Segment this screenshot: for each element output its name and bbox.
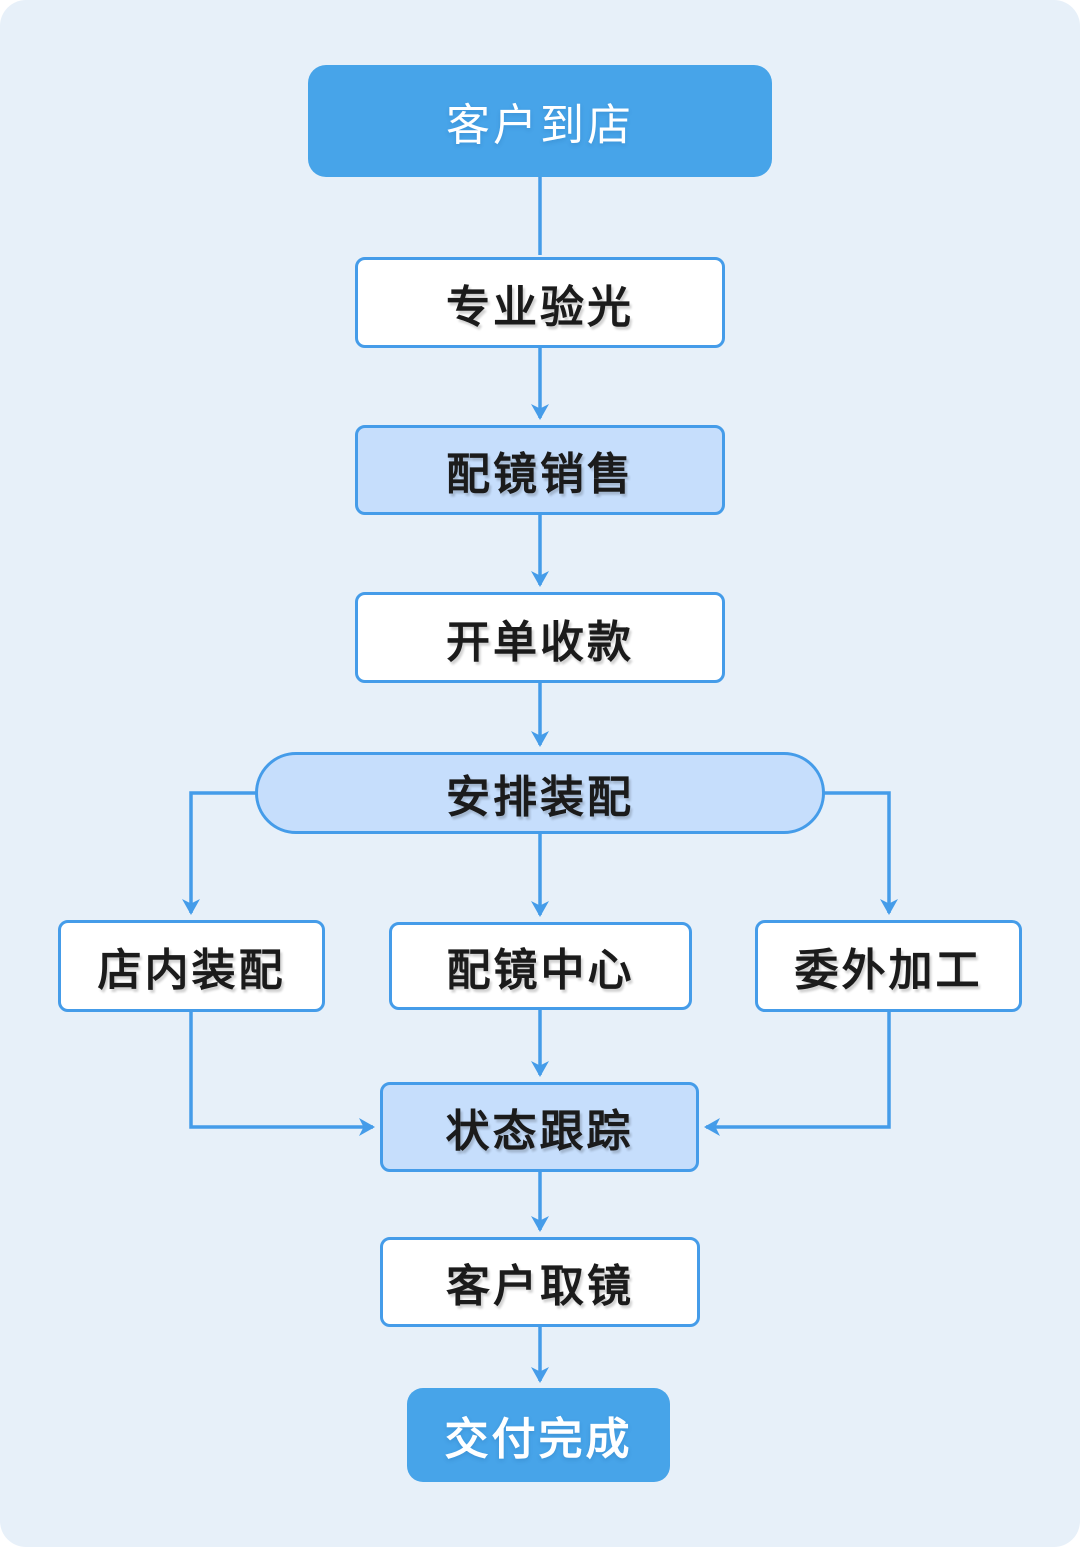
node-outsourced-processing: 委外加工 [755, 920, 1022, 1012]
node-status-tracking: 状态跟踪 [380, 1082, 699, 1172]
node-customer-arrival: 客户到店 [308, 65, 772, 177]
node-eyewear-sales: 配镜销售 [355, 425, 725, 515]
node-professional-optometry: 专业验光 [355, 257, 725, 348]
edge-instore-tracking [189, 1012, 375, 1136]
node-customer-pickup: 客户取镜 [380, 1237, 700, 1327]
node-billing-payment: 开单收款 [355, 592, 725, 683]
node-optical-center: 配镜中心 [389, 922, 692, 1010]
edge-outsource-tracking [704, 1012, 891, 1136]
node-instore-assembly: 店内装配 [58, 920, 325, 1012]
edge-assemble-outsource [824, 791, 898, 915]
node-arrange-assembly: 安排装配 [255, 752, 825, 834]
edge-assemble-instore [182, 791, 256, 915]
node-delivery-complete: 交付完成 [407, 1388, 670, 1482]
